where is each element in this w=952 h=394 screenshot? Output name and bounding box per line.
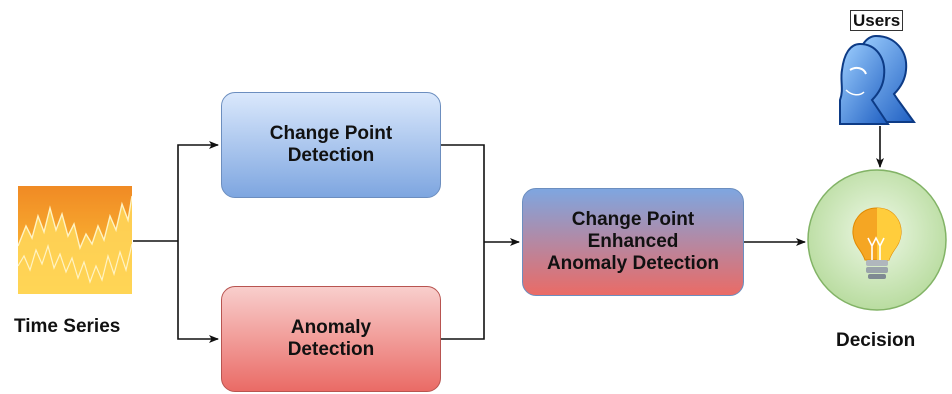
users-icon <box>836 30 916 126</box>
anomaly-detection-box: Anomaly Detection <box>221 286 441 392</box>
box-label: Detection <box>287 339 375 360</box>
edge-merge <box>441 144 520 340</box>
change-point-detection-box: Change Point Detection <box>221 92 441 198</box>
users-label: Users <box>850 10 904 31</box>
time-series-label: Time Series <box>14 316 121 337</box>
box-label: Detection <box>287 145 375 166</box>
edge-ts-split <box>133 141 219 343</box>
box-label: Change Point <box>571 209 695 230</box>
lightbulb-icon <box>852 207 902 279</box>
time-series-chart-icon <box>18 186 132 294</box>
box-label: Enhanced <box>587 231 679 252</box>
box-label: Anomaly <box>290 317 372 338</box>
enhanced-anomaly-detection-box: Change Point Enhanced Anomaly Detection <box>522 188 744 296</box>
box-label: Change Point <box>269 123 393 144</box>
box-label: Anomaly Detection <box>546 253 720 274</box>
decision-label: Decision <box>836 330 916 351</box>
